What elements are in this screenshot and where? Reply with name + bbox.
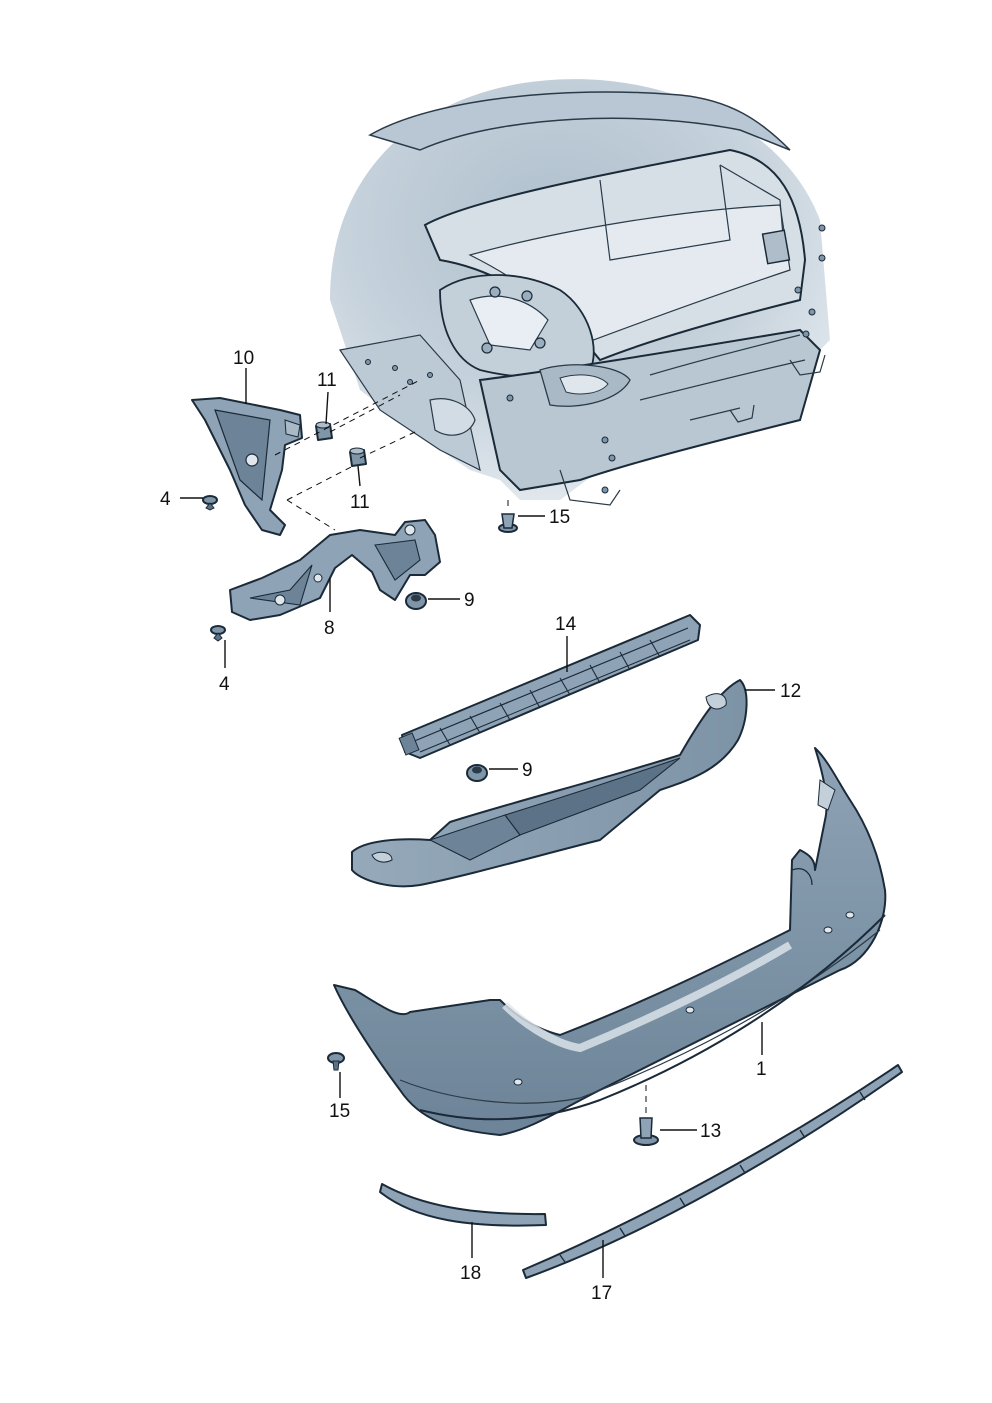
label-15-lower: 15 — [329, 1101, 350, 1122]
part-12-lower-spoiler — [351, 679, 748, 888]
label-18: 18 — [460, 1263, 481, 1284]
part-9-nut-lower — [466, 764, 488, 782]
label-8: 8 — [324, 618, 335, 639]
part-8-bumper-bracket — [229, 519, 441, 621]
part-1-bumper-cover — [333, 747, 887, 1136]
part-9-nut-upper — [405, 592, 427, 610]
part-4-screw-lower — [210, 625, 226, 642]
vehicle-rear-body — [330, 79, 830, 506]
part-11-clip-lower — [349, 447, 367, 467]
label-10: 10 — [233, 348, 254, 369]
part-15-screw-upper — [498, 513, 518, 533]
label-13: 13 — [700, 1121, 721, 1142]
callout-labels: 10 11 11 4 4 8 9 15 14 12 9 1 15 13 18 1… — [160, 348, 801, 1304]
part-13-rivet — [633, 1117, 659, 1146]
label-15-upper: 15 — [549, 507, 570, 528]
label-11-lower: 11 — [350, 492, 370, 513]
label-11-upper: 11 — [317, 370, 337, 391]
assembly-dashed-lines — [274, 379, 647, 1118]
part-15-screw-lower — [327, 1052, 345, 1071]
label-4-upper: 4 — [160, 489, 171, 510]
part-11-clip-upper — [315, 421, 333, 441]
part-10-side-bracket — [191, 397, 303, 536]
part-4-screw-upper — [202, 495, 218, 511]
label-12: 12 — [780, 681, 801, 702]
label-9-upper: 9 — [464, 590, 475, 611]
leader-lines — [180, 368, 775, 1278]
label-1: 1 — [756, 1059, 767, 1080]
label-14: 14 — [555, 614, 577, 635]
part-18-trim-strip — [379, 1183, 547, 1227]
label-9-lower: 9 — [522, 760, 533, 781]
label-4-lower: 4 — [219, 674, 230, 695]
label-17: 17 — [591, 1283, 612, 1304]
part-14-bumper-carrier — [398, 614, 701, 759]
part-17-diffuser-strip — [522, 1064, 903, 1279]
